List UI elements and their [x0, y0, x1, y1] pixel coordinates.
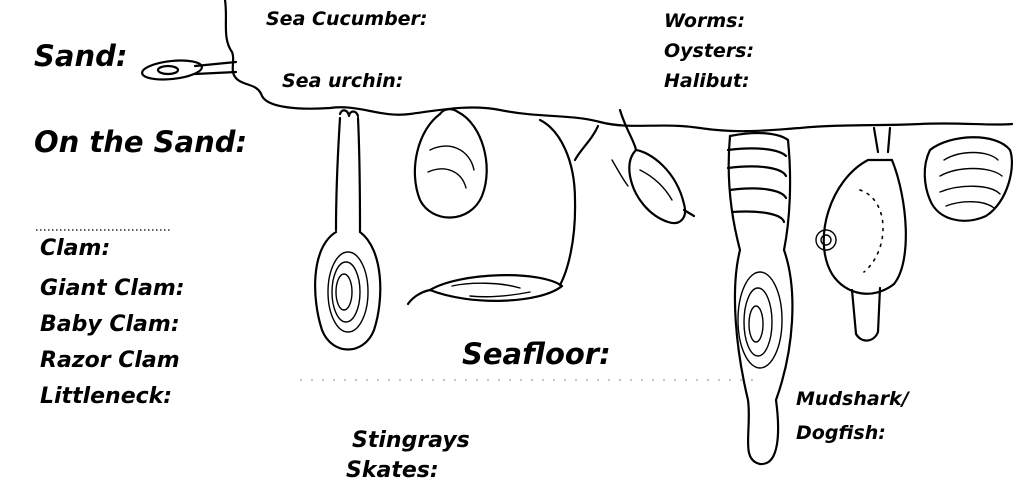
mudshark-icon	[728, 133, 792, 464]
clam-icon	[415, 109, 487, 217]
skates-label: Skates:	[346, 460, 439, 482]
stingrays-label: Stingrays	[352, 430, 470, 452]
halibut-label: Halibut:	[664, 72, 750, 91]
oysters-label: Oysters:	[664, 42, 754, 61]
razor-clam-label: Razor Clam	[40, 350, 180, 372]
dogfish-label: Dogfish:	[796, 424, 886, 443]
littleneck-label: Littleneck:	[40, 386, 172, 408]
sand-worm-icon	[141, 58, 236, 82]
giant-clam-label: Giant Clam:	[40, 278, 185, 300]
seafloor-heading: Seafloor:	[462, 340, 611, 369]
mudshark-label: Mudshark/	[796, 390, 909, 409]
sea-urchin-label: Sea urchin:	[282, 72, 403, 91]
baby-clam-label: Baby Clam:	[40, 314, 180, 336]
clam-label: Clam:	[40, 238, 110, 260]
sand-heading: Sand:	[34, 42, 127, 71]
snail-icon	[816, 128, 906, 341]
on-the-sand-heading: On the Sand:	[34, 128, 247, 157]
razor-clam-icon	[315, 110, 380, 349]
oyster-shell-icon	[925, 137, 1012, 221]
sea-cucumber-label: Sea Cucumber:	[266, 10, 428, 29]
worms-label: Worms:	[664, 12, 745, 31]
